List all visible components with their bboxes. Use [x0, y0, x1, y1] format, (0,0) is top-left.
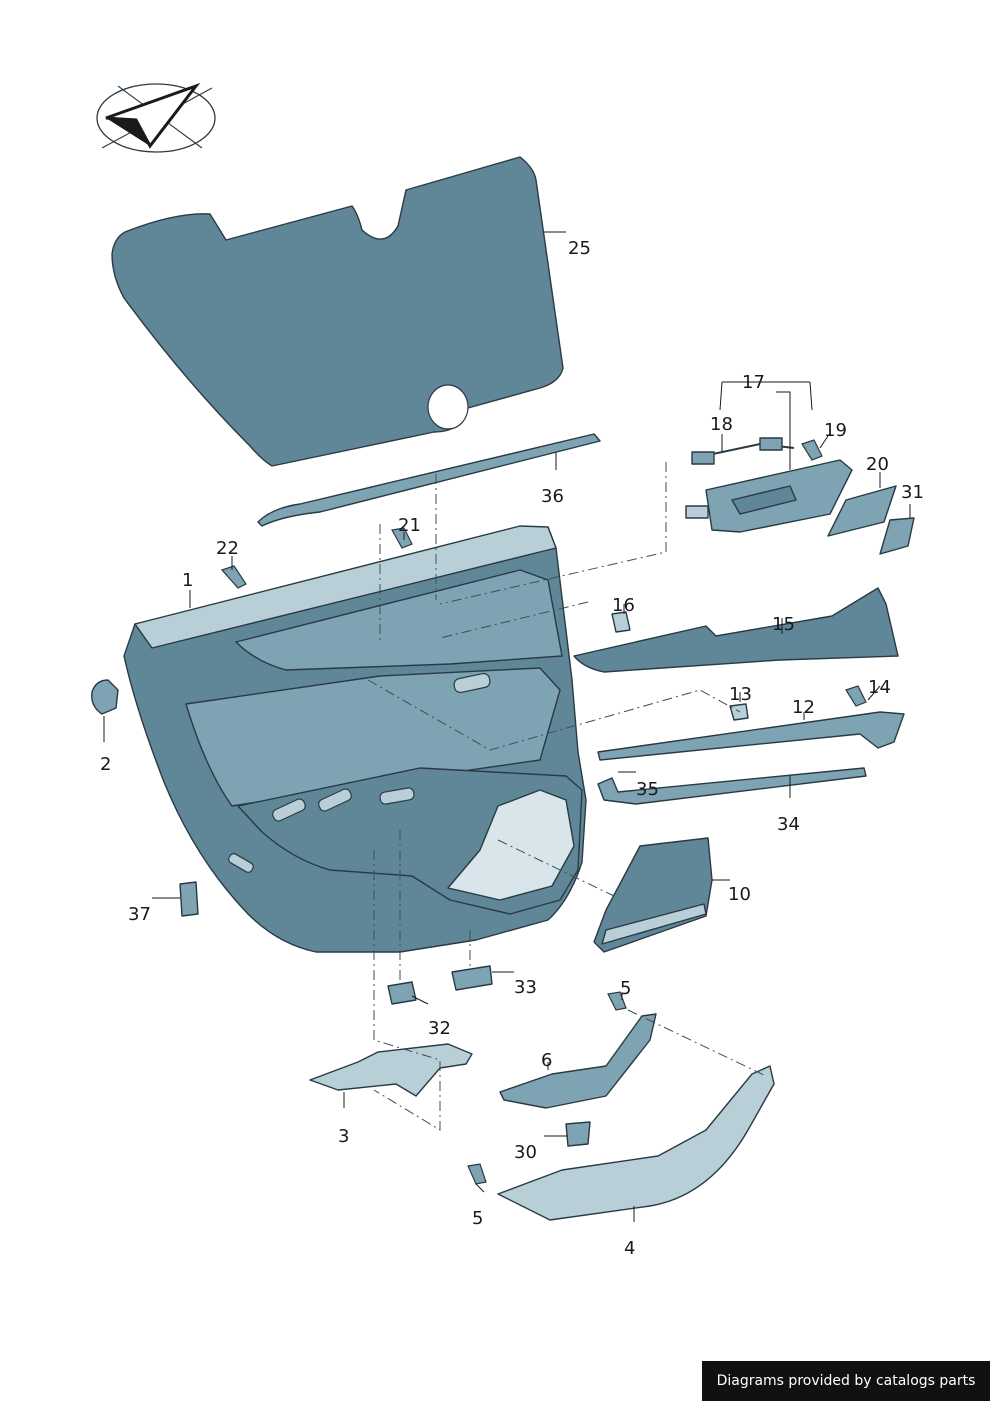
orientation-icon	[96, 82, 216, 153]
callout-3: 3	[338, 1126, 349, 1147]
callout-13: 13	[729, 684, 752, 705]
callout-22: 22	[216, 538, 239, 559]
callout-labels: 1 2 3 4 5 5 6 10 12 13 14 15 16 17 18 19…	[100, 238, 924, 1259]
leader-lines	[103, 231, 911, 1222]
part-25-insulation-panel	[111, 156, 564, 467]
part-2-clip	[91, 679, 119, 715]
callout-36: 36	[541, 486, 564, 507]
part-36-upper-strip	[257, 433, 601, 527]
callout-17: 17	[742, 372, 765, 393]
callout-10: 10	[728, 884, 751, 905]
callout-34: 34	[777, 814, 800, 835]
part-1-door-trim-panel	[123, 525, 587, 953]
callout-1: 1	[182, 570, 193, 591]
part-37-cap	[179, 881, 199, 917]
callout-14: 14	[868, 677, 891, 698]
callout-33: 33	[514, 977, 537, 998]
callout-6: 6	[541, 1050, 552, 1071]
part-10-speaker-grille	[593, 837, 713, 953]
callout-21: 21	[398, 515, 421, 536]
callout-4: 4	[624, 1238, 635, 1259]
part-3-armrest-cover	[309, 1043, 473, 1097]
callout-12: 12	[792, 697, 815, 718]
callout-16: 16	[612, 595, 635, 616]
part-12-trim-strip	[597, 711, 905, 761]
part-34-lower-strip	[597, 767, 867, 805]
part-15-trim-strip	[573, 587, 899, 673]
part-18-cable	[691, 437, 795, 465]
callout-5-lower: 5	[472, 1208, 483, 1229]
part-32-switch	[387, 981, 417, 1005]
callout-31: 31	[901, 482, 924, 503]
callout-32: 32	[428, 1018, 451, 1039]
part-31-cover	[879, 517, 915, 555]
callout-18: 18	[710, 414, 733, 435]
part-30-switch	[565, 1121, 591, 1147]
part-17-handle-assembly	[685, 459, 853, 533]
callout-20: 20	[866, 454, 889, 475]
callout-5-upper: 5	[620, 978, 631, 999]
callout-35: 35	[636, 779, 659, 800]
footer-credit: Diagrams provided by catalogs parts	[702, 1361, 990, 1401]
callout-15: 15	[772, 614, 795, 635]
callout-37: 37	[128, 904, 151, 925]
part-4-lower-trim	[497, 1065, 775, 1221]
callout-25: 25	[568, 238, 591, 259]
part-20-bezel	[827, 485, 897, 537]
alignment-lines	[367, 462, 767, 1131]
part-33-switch	[451, 965, 493, 991]
part-16-clip	[611, 611, 631, 633]
callout-19: 19	[824, 420, 847, 441]
callout-30: 30	[514, 1142, 537, 1163]
part-6-bracket	[499, 1013, 657, 1109]
callout-2: 2	[100, 754, 111, 775]
